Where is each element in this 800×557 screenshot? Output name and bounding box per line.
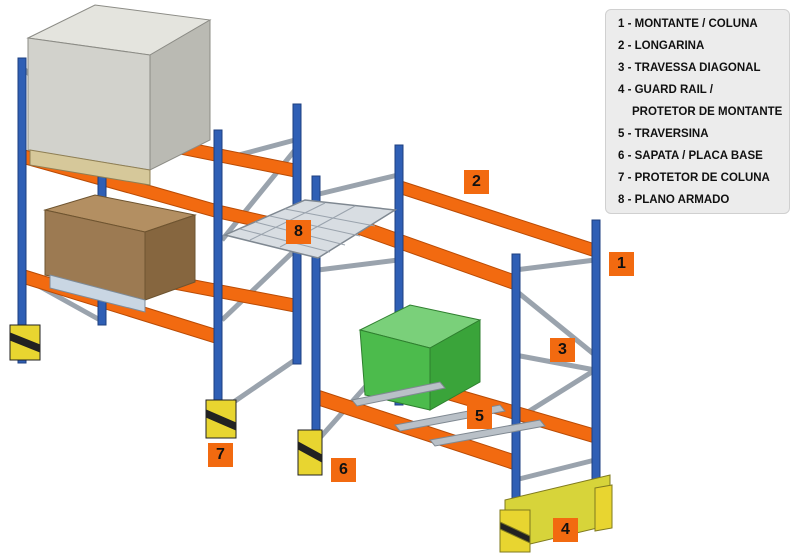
legend-item-7: 7 - PROTETOR DE COLUNA (618, 172, 770, 184)
callout-pallet-support: 5 (467, 405, 492, 429)
legend-item-5: 5 - TRAVERSINA (618, 128, 709, 140)
legend-item-4-continued: PROTETOR DE MONTANTE (632, 106, 783, 118)
legend-item-8: 8 - PLANO ARMADO (618, 194, 730, 206)
callout-diagonal-brace: 3 (550, 338, 575, 362)
callout-wire-deck: 8 (286, 220, 311, 244)
legend-item-1: 1 - MONTANTE / COLUNA (618, 18, 758, 30)
frame-braces (23, 68, 597, 483)
callout-base-plate: 6 (331, 458, 356, 482)
carton (43, 194, 197, 313)
guard-rail (499, 474, 613, 553)
column-protectors (9, 324, 323, 476)
legend-item-2: 2 - LONGARINA (618, 40, 705, 52)
legend-item-4: 4 - GUARD RAIL / (618, 84, 713, 96)
legend-item-6: 6 - SAPATA / PLACA BASE (618, 150, 763, 162)
callout-column-protector: 7 (208, 443, 233, 467)
legend-panel: 1 - MONTANTE / COLUNA 2 - LONGARINA 3 - … (605, 9, 790, 214)
legend-item-3: 3 - TRAVESSA DIAGONAL (618, 62, 761, 74)
callout-beam: 2 (464, 170, 489, 194)
callout-upright: 1 (609, 252, 634, 276)
callout-guard-rail: 4 (553, 518, 578, 542)
pallet-load (26, 4, 212, 186)
